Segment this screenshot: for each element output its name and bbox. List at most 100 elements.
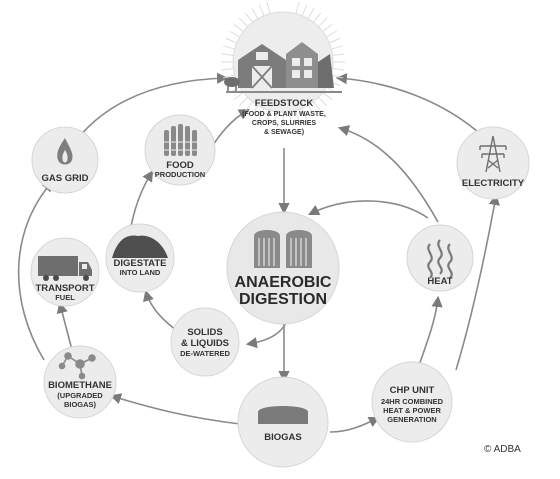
sunburst-ray: [329, 37, 341, 44]
sunburst-ray: [222, 74, 235, 79]
sunburst-ray: [313, 12, 322, 23]
gas-grid-title: GAS GRID: [42, 173, 89, 184]
sunburst-ray: [331, 74, 344, 79]
sunburst-ray: [307, 8, 315, 19]
chp-title: CHP UNIT: [390, 385, 435, 396]
solids-line2: & LIQUIDS: [181, 338, 229, 349]
sunburst-ray: [233, 23, 244, 32]
sunburst-ray: [233, 92, 244, 101]
heat-title: HEAT: [427, 276, 452, 287]
sunburst-ray: [225, 37, 237, 44]
sunburst-ray: [251, 105, 259, 116]
electricity-title: ELECTRICITY: [462, 178, 525, 189]
sunburst-ray: [221, 53, 234, 56]
arrow-heat-to-digestion: [307, 200, 429, 219]
soil-pile-icon: [112, 235, 168, 258]
sunburst-ray: [318, 97, 328, 107]
sunburst-ray: [322, 92, 333, 101]
feedstock-node: FEEDSTOCK (FOOD & PLANT WASTE, CROPS, SL…: [221, 1, 345, 136]
wheat-icon: [164, 124, 197, 156]
sunburst-ray: [258, 108, 265, 120]
biomethane-node: BIOMETHANE (UPGRADED BIOGAS): [43, 345, 117, 419]
arrow-heat-to-feedstock: [337, 125, 439, 223]
flame-icon: [57, 138, 73, 165]
sunburst-ray: [322, 23, 333, 32]
arrow-chp-to-electricity: [455, 193, 500, 371]
silos-icon: [254, 230, 312, 268]
electricity-node: ELECTRICITY: [456, 126, 530, 200]
arrow-biomethane-to-gas-grid: [17, 180, 54, 361]
digestate-node: DIGESTATE INTO LAND: [105, 223, 175, 293]
sunburst-ray: [307, 105, 315, 116]
arrow-chp-to-heat: [417, 295, 443, 369]
sunburst-ray: [266, 110, 271, 123]
transport-sub: FUEL: [55, 293, 75, 302]
sunburst-ray: [313, 101, 322, 112]
food-production-node: FOOD PRODUCTION: [144, 114, 216, 186]
feedstock-desc-line3: & SEWAGE): [264, 129, 304, 136]
biogas-title: BIOGAS: [264, 432, 301, 443]
pylon-icon: [479, 135, 507, 173]
sunburst-ray: [295, 1, 300, 14]
biomethane-title: BIOMETHANE: [48, 380, 112, 391]
copyright-label: © ADBA: [484, 444, 521, 455]
sunburst-ray: [295, 110, 300, 123]
sunburst-ray: [332, 53, 345, 56]
arrow-biogas-to-chp: [329, 416, 381, 433]
biogas-node: BIOGAS: [237, 376, 329, 468]
farm-icon: [224, 42, 342, 93]
sunburst-ray: [301, 4, 308, 16]
arrow-digestate-to-food: [129, 170, 154, 233]
molecule-icon: [58, 352, 96, 380]
anaerobic-digestion-node: ANAEROBIC DIGESTION: [226, 211, 340, 325]
solids-line1: SOLIDS: [187, 327, 222, 338]
arrow-gas-grid-to-feedstock: [77, 72, 229, 139]
chp-line1: 24HR COMBINED: [381, 397, 444, 406]
heat-waves-icon: [427, 239, 453, 279]
feedstock-desc-line1: (FOOD & PLANT WASTE,: [242, 111, 326, 118]
chp-line3: GENERATION: [387, 415, 436, 424]
anaerobic-line1: ANAEROBIC: [235, 274, 332, 291]
sunburst-ray: [331, 45, 344, 50]
transport-title: TRANSPORT: [35, 283, 94, 294]
sunburst-ray: [332, 68, 345, 71]
truck-icon: [38, 256, 92, 281]
sunburst-ray: [301, 108, 308, 120]
arrow-electricity-to-feedstock: [335, 73, 479, 133]
solids-sub: DE-WATERED: [180, 349, 230, 358]
sunburst-ray: [318, 17, 328, 27]
gas-grid-node: GAS GRID: [31, 126, 99, 194]
feedstock-desc-line2: CROPS, SLURRIES: [252, 120, 317, 127]
heat-node: HEAT: [406, 224, 474, 292]
sunburst-ray: [222, 45, 235, 50]
sunburst-ray: [258, 4, 265, 16]
food-sub: PRODUCTION: [155, 170, 205, 179]
sunburst-ray: [229, 30, 240, 38]
chp-unit-node: CHP UNIT 24HR COMBINED HEAT & POWER GENE…: [371, 361, 453, 443]
feedstock-title: FEEDSTOCK: [255, 98, 314, 109]
sunburst-ray: [326, 30, 337, 38]
biomethane-line2: BIOGAS): [64, 400, 97, 409]
chp-line2: HEAT & POWER: [383, 406, 441, 415]
arrow-solids-to-digestate: [143, 289, 177, 331]
gas-dome-icon: [258, 406, 308, 424]
solids-liquids-node: SOLIDS & LIQUIDS DE-WATERED: [170, 307, 240, 377]
sunburst-ray: [251, 8, 259, 19]
arrow-biogas-to-biomethane: [109, 393, 241, 425]
sunburst-ray: [266, 1, 271, 14]
digestate-title: DIGESTATE: [114, 258, 167, 269]
anaerobic-line2: DIGESTION: [239, 291, 327, 308]
sunburst-ray: [244, 12, 253, 23]
digestate-sub: INTO LAND: [120, 268, 161, 277]
sunburst-ray: [238, 97, 248, 107]
food-title: FOOD: [166, 160, 194, 171]
sunburst-ray: [221, 68, 234, 71]
sunburst-ray: [238, 17, 248, 27]
biomethane-line1: (UPGRADED: [57, 391, 103, 400]
sunburst-ray: [244, 101, 253, 112]
arrow-biomethane-to-transport: [56, 301, 73, 351]
sunburst-ray: [274, 111, 277, 124]
sunburst-ray: [289, 111, 292, 124]
transport-node: TRANSPORT FUEL: [30, 237, 100, 307]
